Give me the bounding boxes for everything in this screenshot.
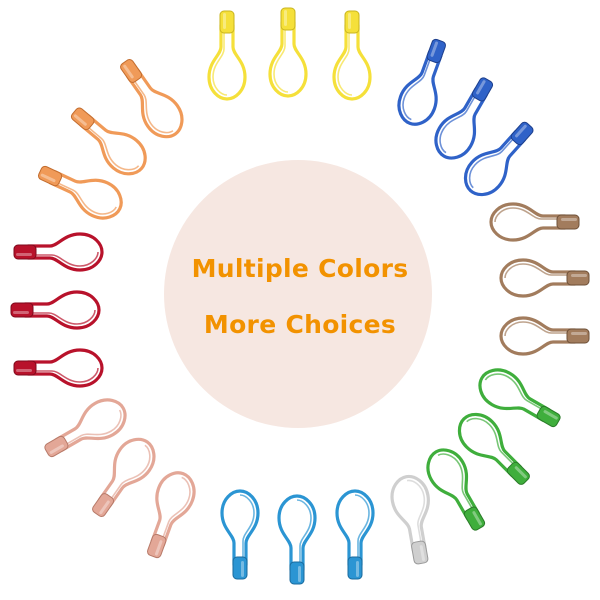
yellow-pin: [207, 10, 247, 101]
green-pin: [426, 448, 486, 531]
red-pin: [10, 290, 101, 330]
rose-gold-pin: [147, 471, 196, 559]
orange-pin: [70, 107, 147, 176]
light-blue-pin: [335, 489, 375, 580]
blue-pin: [463, 121, 534, 197]
silver-pin: [390, 474, 430, 565]
blue-pin: [397, 38, 446, 126]
bronze-pin: [499, 258, 590, 298]
orange-pin: [120, 59, 184, 139]
blue-pin: [434, 77, 494, 160]
bronze-pin: [489, 202, 580, 242]
green-pin: [457, 412, 530, 485]
caption-multiple-colors: Multiple Colors: [191, 254, 409, 283]
bronze-pin: [499, 316, 590, 356]
orange-pin: [37, 165, 123, 220]
rose-gold-pin: [44, 398, 127, 458]
light-blue-pin: [220, 489, 260, 580]
green-pin: [478, 368, 561, 428]
rose-gold-pin: [92, 437, 156, 517]
red-pin: [13, 348, 104, 388]
caption-more-choices: More Choices: [203, 310, 397, 339]
light-blue-pin: [277, 494, 317, 585]
center-circle: [164, 160, 432, 428]
yellow-pin: [332, 10, 372, 101]
red-pin: [13, 232, 104, 272]
yellow-pin: [268, 7, 308, 98]
